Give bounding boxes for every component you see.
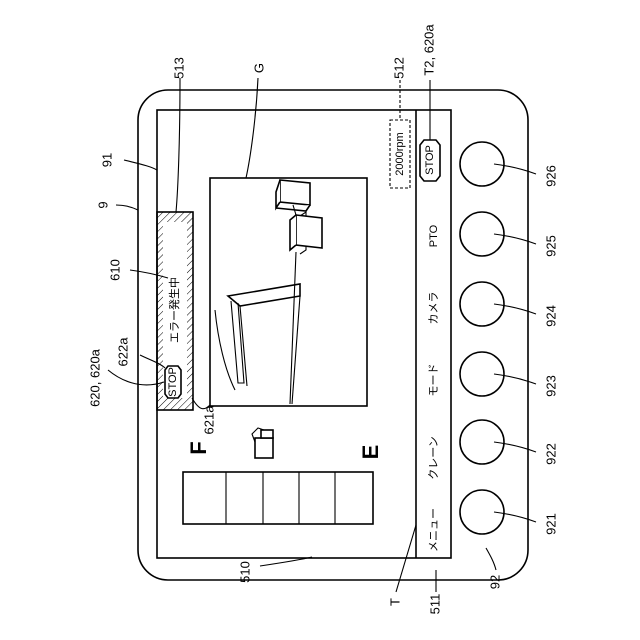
ref-510: 510 — [237, 561, 252, 583]
ref-512: 512 — [391, 57, 406, 79]
ref-button-922: 922 — [543, 443, 558, 465]
fuel-gauge — [183, 472, 373, 524]
rpm-readout: 2000rpm — [394, 132, 406, 175]
ref-610: 610 — [107, 259, 122, 281]
ref-92: 92 — [487, 575, 502, 589]
menu-item-1[interactable]: クレーン — [427, 436, 440, 479]
error-stop-text: STOP — [167, 367, 179, 397]
leader-923 — [494, 374, 536, 384]
leader-922 — [494, 442, 536, 452]
ref-button-926: 926 — [543, 165, 558, 187]
ref-button-923: 923 — [543, 375, 558, 397]
stop-button-text[interactable]: STOP — [424, 145, 436, 175]
menu-item-2[interactable]: モード — [428, 364, 440, 397]
leader-921 — [494, 512, 536, 522]
ref-511: 511 — [427, 594, 442, 615]
ref-91: 91 — [99, 153, 114, 167]
ref-620-line-1: 622a — [115, 337, 130, 367]
ref-button-921: 921 — [543, 513, 558, 535]
fuel-full-label: F — [186, 441, 211, 454]
error-message-text: エラー発生中 — [167, 277, 181, 343]
leader-925 — [494, 234, 536, 244]
leader-926 — [494, 164, 536, 174]
ref-9: 9 — [95, 201, 110, 208]
device-housing — [138, 90, 528, 580]
menu-item-4[interactable]: PTO — [428, 224, 440, 247]
menu-item-0[interactable]: メニュー — [428, 508, 440, 552]
crane-illustration — [215, 180, 322, 404]
leader-924 — [494, 304, 536, 314]
camera-image-frame — [210, 178, 367, 406]
menu-item-3[interactable]: カメラ — [427, 292, 440, 325]
ref-t2-620a: T2, 620a — [421, 24, 436, 76]
ref-620-620a-622a: 620, 620a 622a — [87, 337, 130, 407]
fuel-pump-icon — [252, 428, 273, 458]
ref-g: G — [251, 63, 266, 73]
ref-t: T — [387, 598, 402, 606]
ref-620-line-0: 620, 620a — [87, 348, 102, 407]
ref-621a: 621a — [201, 405, 216, 435]
ref-button-924: 924 — [543, 305, 558, 327]
ref-button-925: 925 — [543, 235, 558, 257]
fuel-empty-label: E — [358, 445, 383, 460]
ref-513: 513 — [171, 57, 186, 79]
